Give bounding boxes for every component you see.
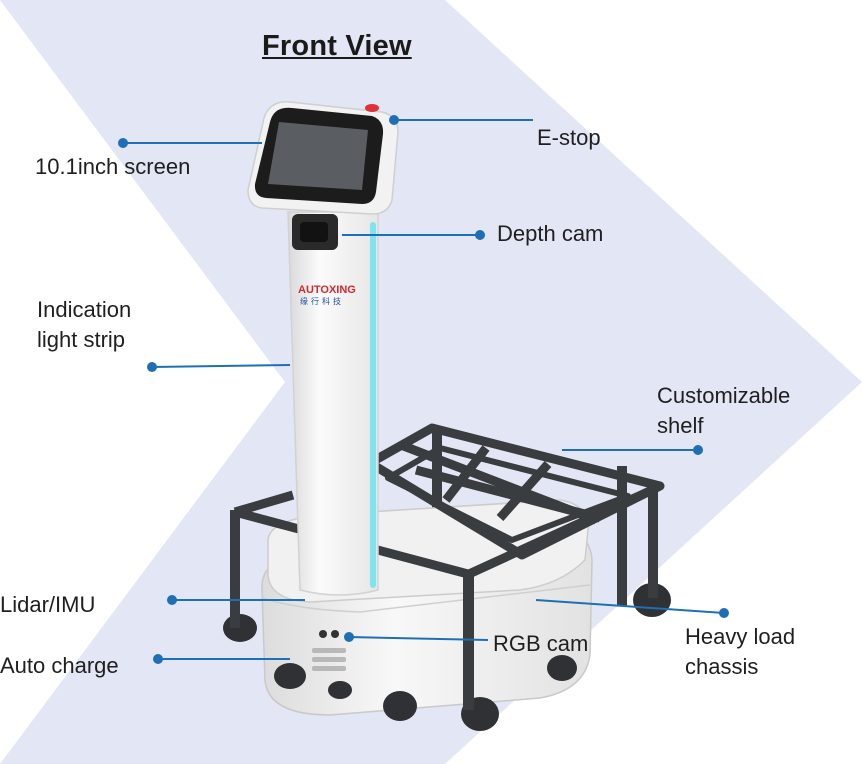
shelf-frame bbox=[365, 423, 665, 560]
label-depth-cam: Depth cam bbox=[497, 221, 604, 246]
brand-logo: AUTOXING bbox=[298, 284, 356, 296]
label-auto-charge: Auto charge bbox=[0, 653, 119, 678]
estop-button bbox=[365, 104, 379, 112]
label-screen: 10.1inch screen bbox=[35, 154, 191, 179]
label-shelf: Customizable shelf bbox=[657, 383, 791, 438]
label-estop: E-stop bbox=[537, 125, 601, 150]
touch-screen bbox=[268, 122, 368, 190]
brand-logo-subtext: 缘行科技 bbox=[300, 296, 344, 306]
shelf-back-legs bbox=[432, 430, 627, 606]
label-lidar: Lidar/IMU bbox=[0, 592, 96, 617]
label-rgb-cam: RGB cam bbox=[493, 631, 589, 656]
light-strip bbox=[370, 222, 376, 588]
robot-pole: AUTOXING 缘行科技 bbox=[287, 211, 379, 596]
label-chassis: Heavy load chassis bbox=[685, 624, 796, 679]
robot-head bbox=[247, 101, 399, 215]
page-title: Front View bbox=[262, 30, 412, 62]
label-light-strip: Indication light strip bbox=[37, 297, 132, 352]
